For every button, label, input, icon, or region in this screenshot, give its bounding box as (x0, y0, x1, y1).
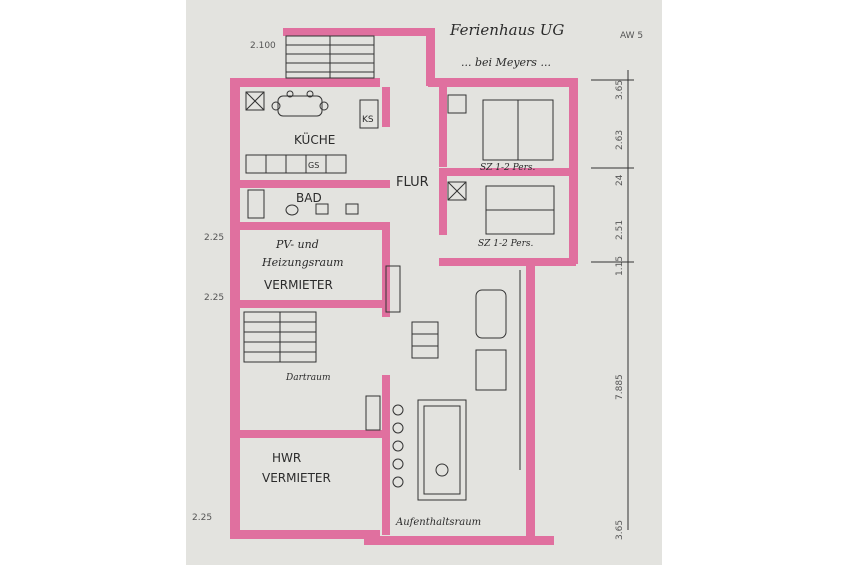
interior-stairs (243, 311, 317, 363)
dim-6: 7.885 (615, 374, 625, 400)
room-bad: BAD (296, 191, 322, 205)
room-flur: FLUR (396, 175, 429, 190)
plan-paper: Ferienhaus UG ... bei Meyers ... AW 5 (186, 0, 662, 565)
dim-7: 3.65 (615, 520, 625, 540)
bathroom-fixtures (247, 189, 359, 219)
dim-4: 2.51 (615, 220, 625, 240)
room-dart: Dartraum (285, 373, 331, 383)
dishwasher-label: GS (308, 161, 319, 170)
plan-title: Ferienhaus UG (449, 21, 564, 39)
room-aufenthalt: Aufenthaltsraum (395, 517, 481, 528)
entrance-stairs (285, 35, 375, 79)
room-pv-line3: VERMIETER (264, 278, 333, 292)
top-left-dim: 2.100 (250, 41, 276, 51)
room-sz2: SZ 1-2 Pers. (478, 239, 534, 249)
dim-2: 2.63 (615, 130, 625, 150)
fridge-label: KS (362, 115, 374, 125)
bedroom-beds (447, 94, 555, 235)
left-dim-2: 2.25 (204, 293, 224, 303)
room-pv-line2: Heizungsraum (261, 256, 344, 269)
lounge-furniture (365, 265, 521, 501)
dim-1: 3.65 (615, 80, 625, 100)
corner-mark: AW 5 (620, 31, 643, 41)
left-dim-1: 2.25 (204, 233, 224, 243)
room-pv-line1: PV- und (275, 238, 319, 251)
room-kueche: KÜCHE (294, 131, 335, 147)
left-dim-3: 2.25 (192, 513, 212, 523)
kitchen-furniture: KS GS (245, 90, 379, 174)
dim-3: 24 (615, 174, 625, 186)
dimension-lines (591, 70, 634, 530)
room-sz1: SZ 1-2 Pers. (480, 163, 536, 173)
room-hwr-line2: VERMIETER (262, 471, 331, 485)
dim-5: 1.15 (615, 256, 625, 276)
plan-subtitle: ... bei Meyers ... (461, 56, 551, 69)
room-hwr-line1: HWR (272, 451, 301, 465)
floor-plan: Ferienhaus UG ... bei Meyers ... AW 5 (192, 21, 643, 545)
